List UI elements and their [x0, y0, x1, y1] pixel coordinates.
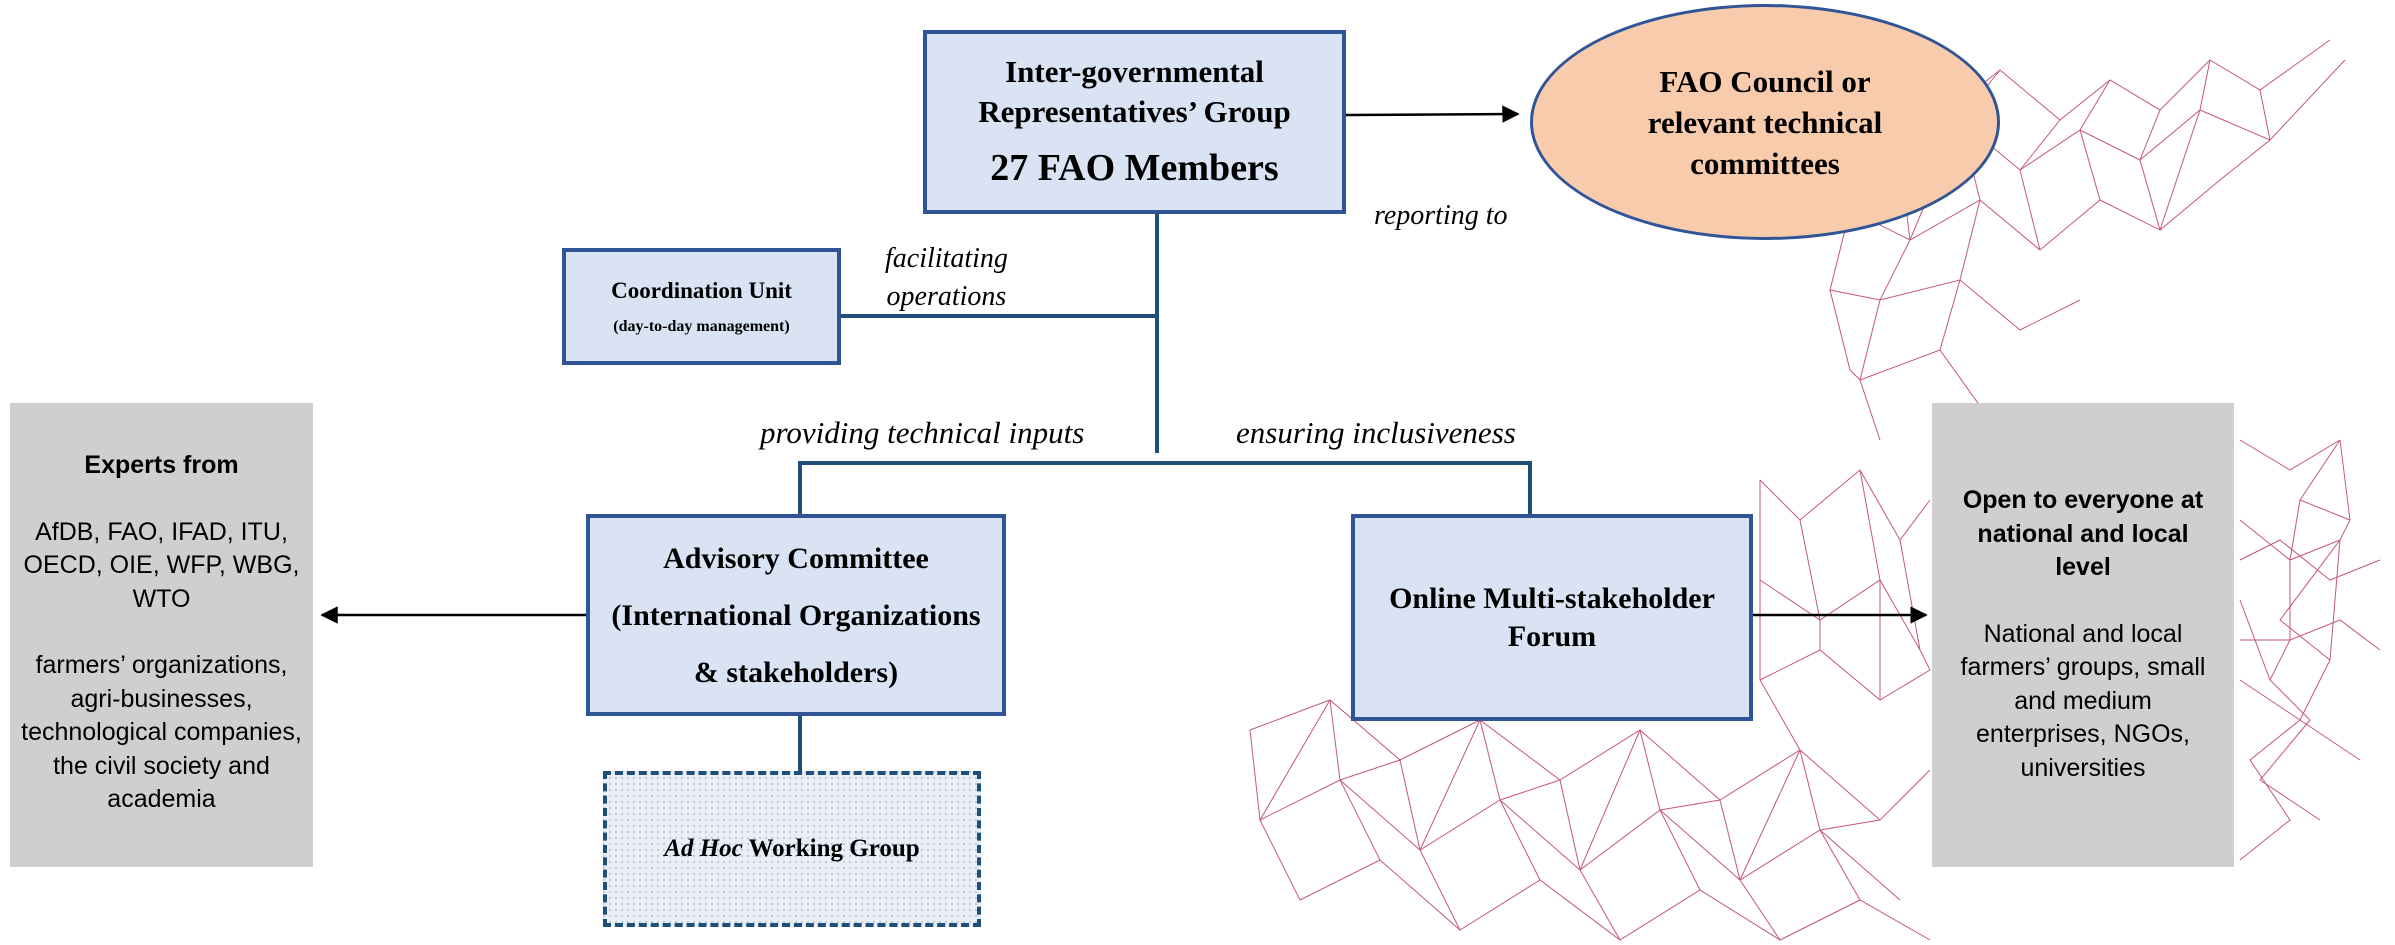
adhoc-italic: Ad Hoc	[664, 835, 743, 862]
advisory-committee-node: Advisory Committee (International Organi…	[586, 514, 1006, 716]
technical-inputs-label: providing technical inputs	[760, 415, 1085, 450]
forum-label: Online Multi-stakeholder Forum	[1389, 581, 1715, 653]
igr-title-line1: Inter-governmental	[1005, 54, 1264, 89]
coordination-title: Coordination Unit	[611, 277, 792, 303]
experts-panel: Experts from AfDB, FAO, IFAD, ITU, OECD,…	[10, 403, 313, 867]
facilitating-label-line2: operations	[886, 281, 1007, 312]
branch-line	[798, 461, 1532, 514]
adhoc-label: Ad Hoc Working Group	[664, 835, 919, 863]
igr-members: 27 FAO Members	[990, 147, 1279, 189]
reporting-label: reporting to	[1374, 200, 1508, 231]
advisory-line3: & stakeholders)	[693, 655, 899, 689]
coordination-subtitle: (day-to-day management)	[613, 317, 790, 335]
fao-council-node: FAO Council or relevant technical commit…	[1530, 4, 2000, 240]
igr-node: Inter-governmental Representatives’ Grou…	[923, 30, 1346, 214]
experts-title: Experts from	[84, 451, 239, 479]
coordination-unit-node: Coordination Unit (day-to-day management…	[562, 248, 841, 365]
inclusiveness-label: ensuring inclusiveness	[1236, 415, 1516, 450]
experts-orgs: AfDB, FAO, IFAD, ITU, OECD, OIE, WFP, WB…	[23, 517, 300, 613]
open-groups: National and local farmers’ groups, smal…	[1960, 619, 2206, 782]
advisory-line1: Advisory Committee	[663, 541, 929, 575]
reporting-arrow	[1345, 105, 1520, 123]
facilitating-label: facilitating operations	[885, 240, 1008, 316]
adhoc-working-group-node: Ad Hoc Working Group	[603, 771, 981, 927]
open-title: Open to everyone at national and local l…	[1962, 486, 2204, 581]
online-forum-node: Online Multi-stakeholder Forum	[1351, 514, 1753, 721]
facilitating-label-line1: facilitating	[885, 243, 1008, 274]
open-panel: Open to everyone at national and local l…	[1932, 403, 2234, 867]
igr-title-line2: Representatives’ Group	[978, 94, 1291, 129]
experts-others: farmers’ organizations, agri-businesses,…	[21, 651, 302, 813]
advisory-line2: (International Organizations	[611, 598, 981, 632]
adhoc-rest: Working Group	[742, 835, 920, 862]
fao-council-label: FAO Council or relevant technical commit…	[1647, 63, 1883, 181]
